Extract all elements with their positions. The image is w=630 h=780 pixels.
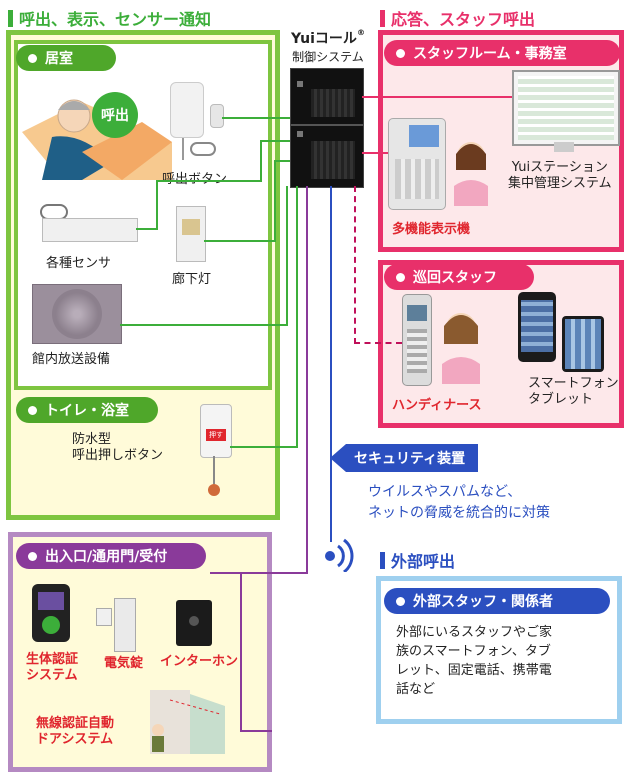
- staff-room-title-text: スタッフルーム・事務室: [413, 46, 567, 62]
- monitor-device: [512, 70, 620, 146]
- toilet-button-label: 防水型 呼出押しボタン: [72, 432, 164, 464]
- right-heading: 応答、スタッフ呼出: [380, 6, 535, 30]
- tablet-device: [562, 316, 604, 372]
- wireless-icon: [318, 532, 358, 574]
- security-desc: ウイルスやスパムなど、 ネットの脅威を統合的に対策: [368, 484, 550, 521]
- room-title-text: 居室: [45, 51, 73, 67]
- call-bubble: 呼出: [92, 92, 138, 138]
- wireless-link: [354, 342, 402, 344]
- right-heading-text: 応答、スタッフ呼出: [391, 10, 536, 29]
- heading-bar: [8, 9, 13, 27]
- entrance-title-text: 出入口/通用門/受付: [45, 549, 168, 565]
- waterproof-button-mark: 押す: [206, 429, 226, 441]
- lock-small-icon: [96, 608, 112, 626]
- heading-bar: [380, 9, 385, 27]
- sensors-label: 各種センサ: [46, 256, 112, 271]
- room-title: 居室: [16, 45, 116, 71]
- heading-bar: [380, 551, 385, 569]
- toilet-title: トイレ・浴室: [16, 397, 158, 423]
- sensor-device: [42, 218, 138, 242]
- external-title-text: 外部スタッフ・関係者: [413, 594, 553, 610]
- patient-illustration: [22, 82, 172, 180]
- controller-brand: Yuiコール: [291, 31, 357, 47]
- patrol-title-text: 巡回スタッフ: [413, 270, 497, 286]
- intercom-device: [176, 600, 212, 646]
- door-label: 無線認証自動 ドアシステム: [36, 716, 115, 748]
- bio-label: 生体認証 システム: [26, 652, 79, 684]
- hall-light-label: 廊下灯: [172, 272, 212, 287]
- phone-label: 多機能表示機: [392, 222, 471, 237]
- broadcast-label: 館内放送設備: [32, 352, 111, 367]
- wireless-link: [354, 186, 356, 344]
- external-heading: 外部呼出: [380, 548, 455, 572]
- controller-subtitle: 制御システム: [292, 50, 364, 64]
- nurse-illustration: [436, 304, 486, 384]
- security-title-text: セキュリティ装置: [354, 451, 466, 467]
- staff-room-title: スタッフルーム・事務室: [384, 40, 620, 66]
- left-heading: 呼出、表示、センサー通知: [8, 6, 211, 30]
- handy-nurse-device: [402, 294, 432, 386]
- security-title: セキュリティ装置: [346, 444, 478, 472]
- intercom-label: インターホン: [160, 654, 239, 669]
- operator-illustration: [446, 136, 496, 206]
- left-heading-text: 呼出、表示、センサー通知: [19, 10, 212, 29]
- auto-door-illustration: [130, 690, 240, 754]
- controller-title: Yuiコール® 制御システム: [288, 28, 368, 65]
- hall-light-device: [176, 206, 206, 262]
- lock-device: [114, 598, 136, 652]
- pendant-icon: [210, 104, 224, 128]
- station-label: Yuiステーション 集中管理システム: [508, 160, 612, 192]
- call-bubble-text: 呼出: [101, 108, 129, 124]
- entrance-title: 出入口/通用門/受付: [16, 543, 206, 569]
- controller-reg: ®: [356, 28, 365, 37]
- controller-unit: [290, 68, 364, 188]
- lock-label: 電気錠: [104, 656, 144, 671]
- patrol-title: 巡回スタッフ: [384, 264, 534, 290]
- external-desc: 外部にいるスタッフやご家 族のスマートフォン、タブ レット、固定電話、携帯電 話…: [396, 625, 553, 697]
- bio-device: [32, 584, 70, 642]
- external-heading-text: 外部呼出: [391, 552, 456, 571]
- call-button-device: [170, 82, 204, 138]
- desk-phone-device: [388, 118, 446, 210]
- external-title: 外部スタッフ・関係者: [384, 588, 610, 614]
- toilet-title-text: トイレ・浴室: [45, 403, 129, 419]
- handy-label: ハンディナース: [392, 398, 482, 413]
- waterproof-button-device: 押す: [200, 404, 232, 458]
- smart-label: スマートフォン タブレット: [528, 376, 619, 408]
- speaker-device: [32, 284, 122, 344]
- call-button-label: 呼出ボタン: [162, 172, 227, 188]
- smartphone-device: [518, 292, 556, 362]
